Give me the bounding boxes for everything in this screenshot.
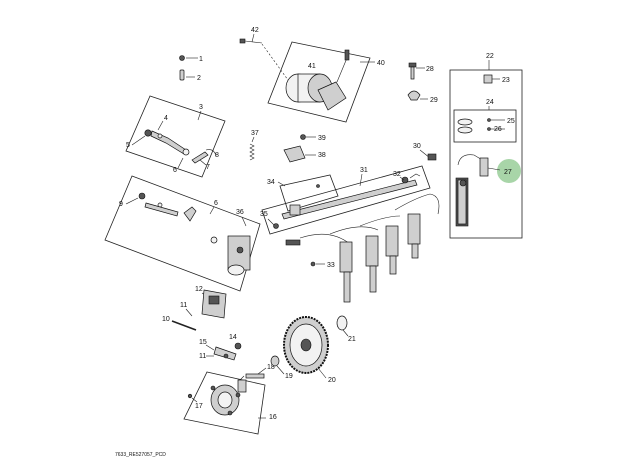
- part-washer-19: [270, 355, 280, 367]
- callout-5: 5: [126, 142, 130, 149]
- callout-41: 41: [308, 63, 316, 70]
- callout-39: 39: [318, 135, 326, 142]
- assembly-box-22: [449, 69, 523, 239]
- part-bolt-35: [273, 223, 279, 229]
- callout-11b: 11: [199, 353, 206, 360]
- callout-21: 21: [348, 336, 356, 343]
- callout-3: 3: [199, 104, 203, 111]
- part-clamp-29: [407, 90, 428, 101]
- callout-2: 2: [197, 75, 201, 82]
- callout-31: 31: [360, 167, 368, 174]
- callout-19: 19: [285, 373, 293, 380]
- callout-38: 38: [318, 152, 326, 159]
- callout-17: 17: [195, 403, 203, 410]
- part-injector-lines: [285, 193, 440, 303]
- part-gear-20: [283, 316, 329, 374]
- callout-1: 1: [199, 56, 203, 63]
- part-housing-12: [201, 289, 227, 319]
- callout-22: 22: [486, 53, 494, 60]
- callout-32: 32: [393, 171, 401, 178]
- callout-40: 40: [377, 60, 385, 67]
- callout-6b: 6: [214, 200, 218, 207]
- part-orings: [457, 118, 505, 134]
- part-clip-7: [191, 149, 217, 164]
- part-stud-18: [245, 373, 265, 379]
- callout-30: 30: [413, 143, 421, 150]
- callout-7: 7: [206, 164, 210, 171]
- assembly-box-24: [453, 109, 517, 143]
- part-washer-33: [310, 261, 316, 267]
- callout-34: 34: [267, 179, 275, 186]
- callout-37: 37: [251, 130, 259, 137]
- assembly-box-40: [267, 41, 371, 123]
- part-oring-21: [336, 315, 348, 331]
- part-screw-14: [234, 342, 242, 350]
- assembly-box-34: [279, 174, 339, 212]
- callout-27[interactable]: 27: [504, 169, 512, 176]
- callout-14: 14: [229, 334, 237, 341]
- part-bolt-42: [239, 38, 263, 44]
- assembly-box-31: [261, 165, 431, 235]
- callout-28: 28: [426, 66, 434, 73]
- callout-23: 23: [502, 77, 510, 84]
- callout-29: 29: [430, 97, 438, 104]
- part-screw-39: [300, 134, 316, 140]
- callout-35: 35: [260, 211, 268, 218]
- callout-42: 42: [251, 27, 259, 34]
- assembly-box-6: [104, 175, 261, 292]
- callout-25: 25: [507, 118, 515, 125]
- footer-code: 7633_RE527057_PCD: [115, 452, 166, 458]
- assembly-box-3: [125, 95, 226, 178]
- callout-33: 33: [327, 262, 335, 269]
- callout-8: 8: [215, 152, 219, 159]
- part-injector: [455, 154, 489, 227]
- part-actuator-41: [285, 49, 350, 111]
- highlight-circle-27[interactable]: [497, 159, 521, 183]
- part-spring-37: [249, 143, 255, 161]
- callout-24: 24: [486, 99, 494, 106]
- part-fitting-23: [483, 74, 500, 84]
- callout-16: 16: [269, 414, 277, 421]
- callout-10: 10: [162, 316, 170, 323]
- part-bracket-38: [283, 145, 316, 163]
- part-bolt-28: [408, 62, 425, 80]
- part-bracket-34: [289, 184, 320, 216]
- part-connector-30: [427, 153, 437, 161]
- callout-9: 9: [119, 201, 123, 208]
- part-bolt-10: [171, 320, 197, 331]
- part-shaft-13: [213, 346, 237, 361]
- callout-26: 26: [494, 126, 502, 133]
- callout-15: 15: [199, 339, 207, 346]
- part-fuel-rail: [281, 173, 421, 220]
- part-lever-assembly: [144, 129, 190, 156]
- part-pump-16: [210, 379, 247, 416]
- callout-4: 4: [164, 115, 168, 122]
- callout-36: 36: [236, 209, 244, 216]
- callout-12: 12: [195, 286, 203, 293]
- callout-18: 18: [267, 364, 275, 371]
- part-governor-linkage: [138, 192, 251, 276]
- callout-20: 20: [328, 377, 336, 384]
- callout-11: 11: [180, 302, 187, 309]
- part-pin-2: [179, 69, 195, 81]
- part-screw-17: [187, 393, 193, 399]
- part-screw-1: [179, 55, 198, 61]
- callout-6: 6: [173, 167, 177, 174]
